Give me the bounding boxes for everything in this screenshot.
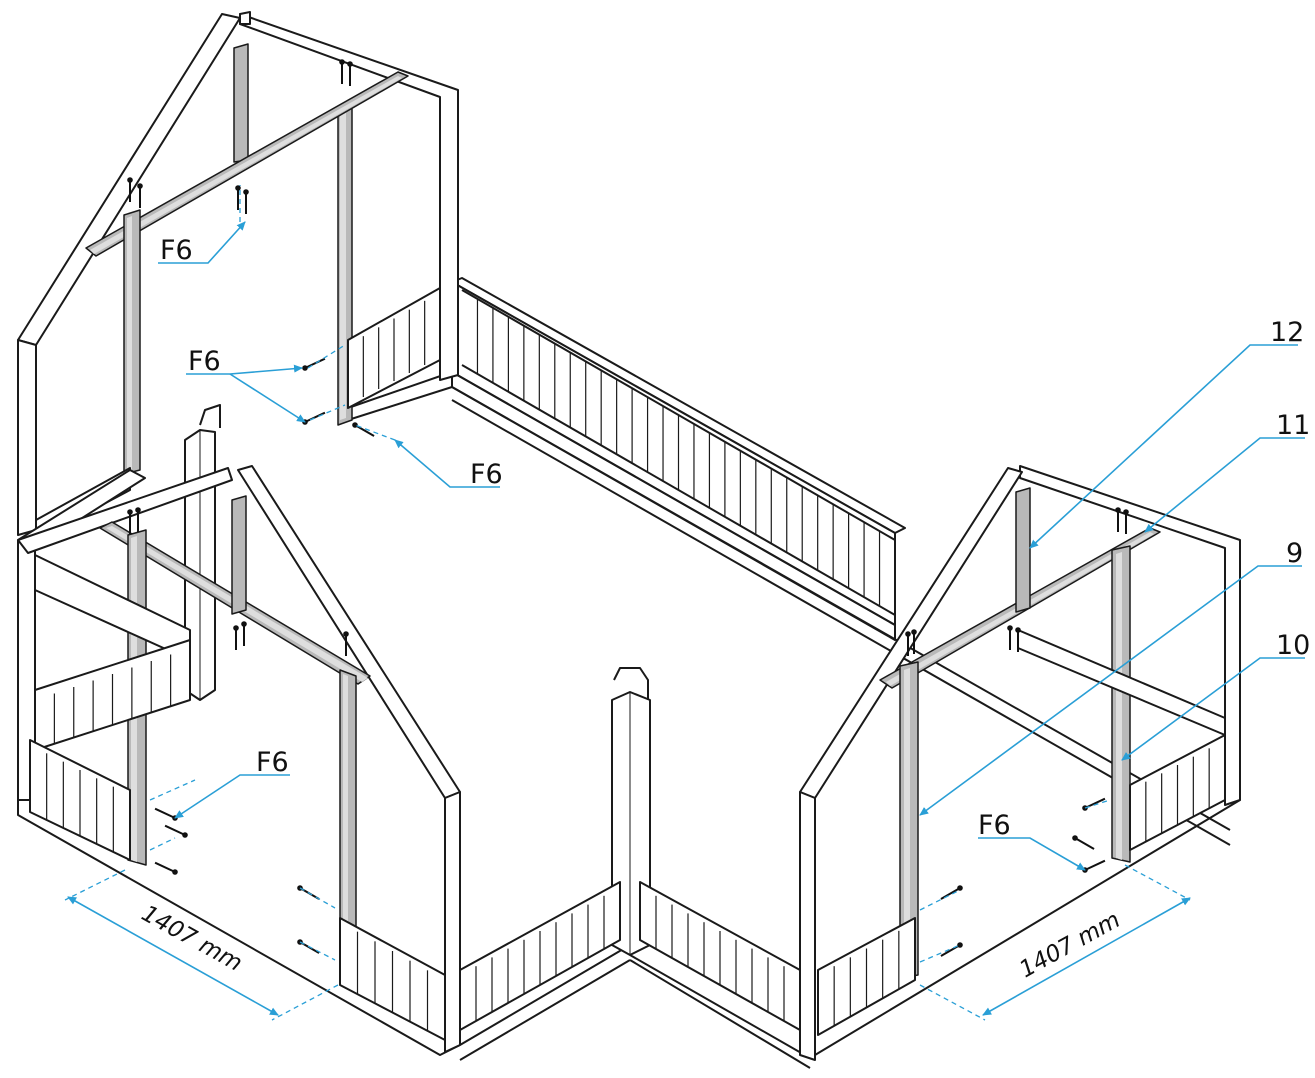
screw: [154, 807, 176, 819]
dimension-left-text: 1407 mm: [137, 901, 246, 977]
screw-head: [1015, 627, 1021, 633]
screw-head: [182, 832, 188, 838]
callout-f6-mid-right: F6: [470, 459, 503, 490]
screw-head: [243, 189, 249, 195]
screw-head: [339, 59, 345, 65]
screw-head: [127, 177, 133, 183]
dimension-right: [919, 864, 1191, 1021]
screw-head: [137, 183, 143, 189]
screw-head: [241, 621, 247, 627]
callout-f6-top: F6: [160, 235, 193, 266]
left-house-frame: [17, 11, 459, 541]
screw-head: [135, 507, 141, 513]
screw-head: [1072, 835, 1078, 841]
callout-f6-mid-left: F6: [188, 346, 221, 377]
callout-f6-front-left: F6: [256, 747, 289, 778]
screw-head: [957, 942, 963, 948]
front-guard-rails: [459, 881, 801, 1031]
annotation-leaders: [149, 185, 1305, 963]
screw-head: [911, 629, 917, 635]
screw-head: [343, 631, 349, 637]
screw-head: [352, 422, 358, 428]
right-house-frame: [799, 465, 1241, 1061]
screw-head: [235, 185, 241, 191]
callout-part-10: 10: [1276, 630, 1310, 661]
screw: [1084, 859, 1106, 871]
dimension-left: [64, 869, 339, 1021]
screw-fasteners: [127, 59, 1129, 957]
callout-f6-front-right: F6: [978, 810, 1011, 841]
screw-head: [1007, 625, 1013, 631]
screw-head: [347, 61, 353, 67]
screw-head: [127, 509, 133, 515]
left-front-house: [17, 465, 461, 1053]
screw: [1074, 837, 1095, 850]
screw-head: [1115, 507, 1121, 513]
screw-head: [957, 885, 963, 891]
screw: [164, 824, 186, 836]
screw-head: [905, 631, 911, 637]
back-guard-rail: [451, 277, 906, 641]
screw-head: [1123, 509, 1129, 515]
callout-part-9: 9: [1286, 538, 1303, 569]
callout-part-12: 12: [1270, 317, 1304, 348]
screw: [304, 411, 326, 423]
screw-head: [233, 625, 239, 631]
screw-head: [172, 869, 178, 875]
callout-part-11: 11: [1276, 410, 1310, 441]
screw: [304, 357, 326, 369]
screw-head: [302, 365, 308, 371]
screw: [940, 887, 961, 900]
screw: [154, 861, 176, 873]
